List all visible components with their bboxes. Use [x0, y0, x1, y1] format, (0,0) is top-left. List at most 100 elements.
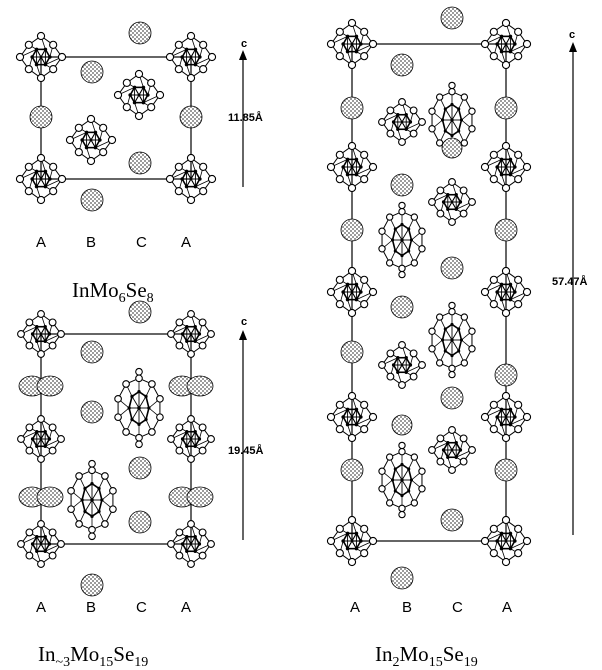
se-atom — [347, 515, 357, 525]
mo-atom — [184, 62, 189, 67]
mo6se8-cluster — [167, 415, 215, 463]
indium-layer — [18, 300, 214, 597]
mo-atom — [446, 441, 450, 445]
se-atom — [514, 425, 523, 434]
se-atom — [114, 413, 122, 422]
se-atom — [74, 148, 83, 157]
mo-atom — [193, 325, 197, 329]
mo-atom — [407, 467, 411, 471]
se-atom — [57, 540, 65, 548]
se-atom — [187, 310, 195, 318]
se-atom — [428, 107, 436, 115]
se-atom — [398, 510, 406, 519]
column-label-b: B — [402, 599, 412, 616]
mo6se8-cluster — [113, 69, 165, 121]
mo-atom — [396, 113, 400, 117]
se-atom — [15, 52, 25, 62]
mo-atom — [495, 42, 499, 46]
se-atom — [57, 435, 65, 443]
column-label-a1: A — [36, 234, 46, 251]
mo6se8-cluster — [167, 520, 215, 568]
se-atom — [368, 162, 378, 172]
se-atom — [468, 125, 476, 133]
mo6se8-cluster — [326, 141, 378, 193]
se-atom — [436, 434, 445, 443]
mo-atom — [39, 177, 43, 181]
mo-atom — [184, 47, 189, 52]
mo-atom — [513, 415, 517, 419]
se-atom — [368, 39, 378, 49]
se-atom — [75, 472, 83, 480]
indium-atom — [440, 386, 464, 410]
mo-atom — [189, 332, 193, 336]
indium-atom — [390, 295, 414, 319]
se-atom — [410, 213, 419, 221]
mo-atom — [454, 207, 458, 211]
indium-atom — [390, 173, 414, 197]
mo6se8-cluster — [326, 391, 378, 443]
se-atom — [436, 186, 445, 195]
mo-atom — [197, 437, 202, 441]
se-atom — [410, 453, 419, 461]
mo-atom — [443, 327, 447, 331]
se-atom — [522, 39, 532, 49]
mo6se8-cluster — [480, 515, 532, 567]
se-atom — [501, 308, 511, 318]
mo-atom — [454, 441, 458, 445]
se-atom — [459, 434, 468, 443]
mo-atom — [459, 338, 464, 342]
mo-atom — [499, 422, 504, 427]
mo-atom — [137, 422, 141, 426]
se-atom — [409, 349, 418, 358]
se-atom — [347, 391, 357, 401]
mo-atom — [341, 42, 345, 46]
se-atom — [24, 65, 33, 74]
mo-atom — [499, 407, 504, 412]
mo-atom — [354, 172, 359, 177]
mo-atom — [345, 282, 350, 287]
mo-atom — [350, 42, 354, 46]
indium-atom — [128, 21, 152, 45]
se-atom — [448, 81, 456, 90]
se-atom — [186, 31, 196, 41]
se-atom — [326, 287, 336, 297]
mo-atom — [341, 415, 345, 419]
se-atom — [460, 359, 469, 367]
mo-atom — [30, 542, 35, 546]
se-atom — [37, 310, 45, 318]
se-atom — [135, 440, 143, 449]
se-atom — [360, 425, 369, 434]
mo-atom — [341, 539, 345, 543]
se-atom — [489, 175, 498, 184]
cluster-layer — [17, 310, 215, 568]
se-atom — [448, 87, 456, 96]
mo-atom — [198, 55, 202, 59]
mo9se11-cluster — [428, 301, 476, 379]
se-atom — [335, 425, 344, 434]
c-axis-label: c — [241, 316, 247, 328]
mo6se8-cluster — [480, 391, 532, 443]
se-atom — [175, 318, 184, 327]
mo-atom — [93, 130, 98, 135]
mo6se8-cluster — [378, 98, 426, 146]
mo-atom — [393, 249, 397, 253]
mo-atom — [34, 62, 39, 67]
indium-atom — [391, 414, 413, 436]
se-atom — [448, 466, 456, 474]
se-atom — [501, 266, 511, 276]
se-atom — [501, 433, 511, 443]
se-atom — [36, 73, 46, 83]
se-atom — [49, 40, 58, 49]
se-atom — [326, 536, 336, 546]
se-atom — [480, 287, 490, 297]
se-atom — [360, 300, 369, 309]
mo-atom — [499, 34, 504, 39]
mo-atom — [84, 130, 89, 135]
se-atom — [501, 141, 511, 151]
se-atom — [448, 218, 456, 226]
se-atom — [386, 106, 395, 115]
mo-atom — [446, 455, 450, 459]
se-atom — [489, 275, 498, 284]
mo-atom — [396, 370, 400, 374]
mo-atom — [499, 297, 504, 302]
